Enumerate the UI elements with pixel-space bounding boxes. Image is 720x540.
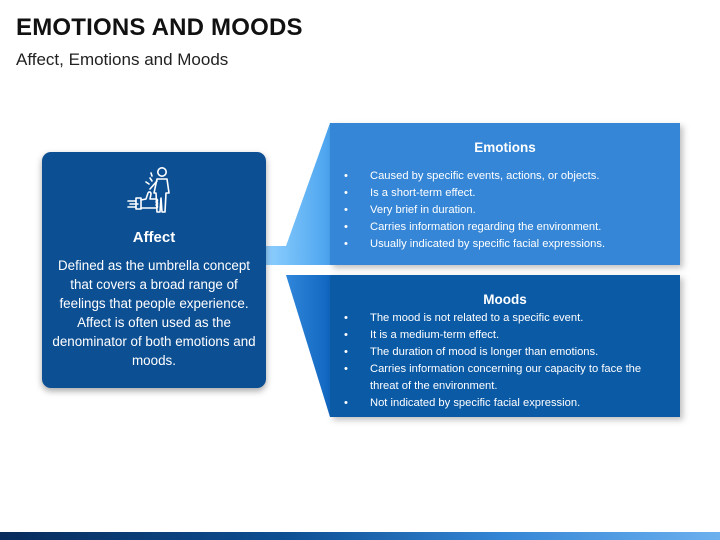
list-item: •Caused by specific events, actions, or … (344, 170, 600, 182)
list-item: •It is a medium-term effect. (344, 328, 500, 341)
page-subtitle: Affect, Emotions and Moods (16, 50, 229, 69)
list-item: •Carries information concerning our capa… (344, 362, 642, 392)
list-item: •Very brief in duration. (344, 203, 476, 216)
connector-moods (266, 275, 330, 417)
list-item: •Carries information regarding the envir… (344, 220, 602, 233)
emotions-list: •Caused by specific events, actions, or … (340, 168, 672, 253)
person-thumbs-up-icon (127, 167, 170, 213)
moods-title: Moods (483, 292, 527, 307)
emotions-title: Emotions (474, 140, 536, 155)
list-item: •The duration of mood is longer than emo… (344, 345, 599, 358)
list-item: •Not indicated by specific facial expres… (344, 396, 581, 409)
emotions-panel: Emotions •Caused by specific events, act… (330, 123, 680, 265)
connector-emotions (266, 123, 330, 265)
list-item: •Usually indicated by specific facial ex… (344, 237, 606, 250)
list-item: •Is a short-term effect. (344, 186, 476, 199)
affect-description: Defined as the umbrella concept that cov… (52, 258, 256, 368)
moods-panel: Moods •The mood is not related to a spec… (330, 275, 680, 417)
affect-card: Affect Defined as the umbrella concept t… (42, 152, 266, 388)
page-title: EMOTIONS AND MOODS (16, 14, 303, 41)
list-item: •The mood is not related to a specific e… (344, 312, 584, 324)
affect-title: Affect (132, 229, 176, 246)
bottom-accent-bar (0, 532, 720, 540)
moods-list: •The mood is not related to a specific e… (340, 310, 672, 411)
connector-divider (266, 265, 330, 275)
